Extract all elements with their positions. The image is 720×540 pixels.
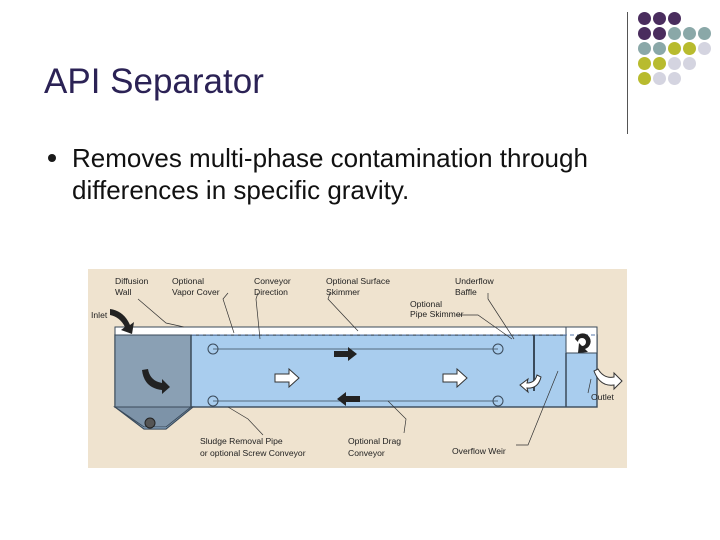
label-sludge-removal-2: or optional Screw Conveyor	[200, 448, 306, 458]
label-surface-skimmer-2: Skimmer	[326, 287, 360, 297]
decorative-dot-icon	[668, 72, 681, 85]
decorative-dot-icon	[683, 42, 696, 55]
label-conveyor-direction-2: Direction	[254, 287, 288, 297]
decorative-dot-icon	[638, 72, 651, 85]
label-diffusion-wall-2: Wall	[115, 287, 131, 297]
label-vapor-cover-2: Vapor Cover	[172, 287, 220, 297]
label-pipe-skimmer-2: Pipe Skimmer	[410, 309, 464, 319]
flow-arrow-icon	[274, 367, 300, 389]
decorative-dot-icon	[638, 57, 651, 70]
label-outlet: Outlet	[591, 392, 615, 402]
swirl-arrow-icon	[575, 333, 591, 353]
decorative-dot-icon	[683, 27, 696, 40]
decorative-dot-icon	[683, 57, 696, 70]
conveyor-arrow-icon	[337, 392, 360, 406]
label-underflow-baffle-2: Baffle	[455, 287, 477, 297]
decorative-dot-icon	[668, 27, 681, 40]
slide-title: API Separator	[44, 62, 264, 101]
decorative-dot-icon	[653, 57, 666, 70]
label-underflow-baffle: Underflow	[455, 276, 494, 286]
label-conveyor-direction: Conveyor	[254, 276, 291, 286]
decorative-dot-icon	[653, 72, 666, 85]
flow-arrow-icon	[442, 367, 468, 389]
decorative-dot-icon	[668, 12, 681, 25]
decorative-dot-icon	[638, 27, 651, 40]
label-overflow-weir: Overflow Weir	[452, 446, 506, 456]
bullet-dot-icon	[48, 154, 56, 162]
label-sludge-removal: Sludge Removal Pipe	[200, 436, 283, 446]
decorative-dot-icon	[638, 42, 651, 55]
label-drag-conveyor-2: Conveyor	[348, 448, 385, 458]
decorative-dot-icon	[668, 57, 681, 70]
label-drag-conveyor: Optional Drag	[348, 436, 401, 446]
decorative-dot-icon	[668, 42, 681, 55]
diffusion-arrow-icon	[142, 369, 170, 394]
tank-water	[114, 334, 598, 408]
decorative-dot-icon	[698, 42, 711, 55]
outlet-arrow-icon	[593, 368, 623, 391]
vapor-cover	[114, 326, 598, 336]
decorative-dot-icon	[653, 42, 666, 55]
decorative-dot-icon	[653, 12, 666, 25]
decorative-divider	[627, 12, 628, 134]
inlet-arrow-icon	[110, 309, 134, 334]
conveyor-arrow-icon	[334, 347, 357, 361]
label-surface-skimmer: Optional Surface	[326, 276, 390, 286]
sludge-pipe-icon	[144, 417, 156, 429]
label-inlet: Inlet	[91, 310, 108, 320]
decorative-dot-icon	[638, 12, 651, 25]
decorative-dot-icon	[698, 27, 711, 40]
label-diffusion-wall: Diffusion	[115, 276, 149, 286]
inlet-chamber	[114, 334, 192, 408]
label-vapor-cover: Optional	[172, 276, 204, 286]
decorative-dot-icon	[653, 27, 666, 40]
label-pipe-skimmer: Optional	[410, 299, 442, 309]
pipe-skimmer-arrow-icon	[519, 374, 542, 394]
api-separator-diagram: Diffusion Wall Optional Vapor Cover Conv…	[88, 269, 627, 468]
bullet-text: Removes multi-phase contamination throug…	[72, 143, 588, 205]
